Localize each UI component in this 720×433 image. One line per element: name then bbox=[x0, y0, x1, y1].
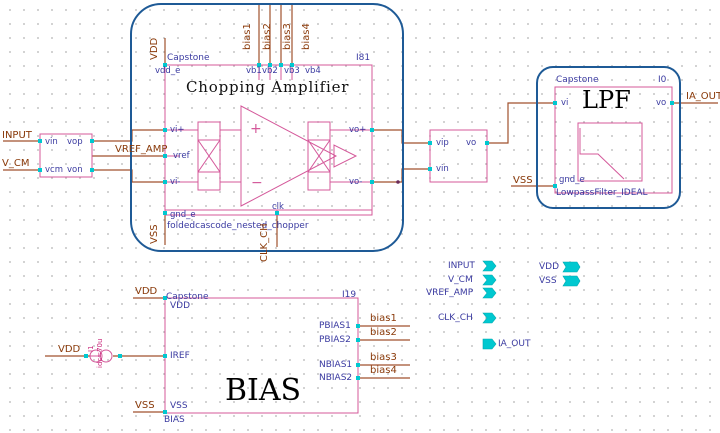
pin-label-vo-plus: vo+ bbox=[349, 125, 367, 135]
lpf-pin-vi: vi bbox=[561, 98, 569, 108]
buf-out-pin-vip: vip bbox=[436, 138, 449, 148]
pin-label-vb4: vb4 bbox=[305, 66, 321, 76]
wire-label-input: INPUT bbox=[2, 130, 32, 141]
io-label-input: INPUT bbox=[448, 261, 475, 271]
lpf-pin-gnd-e: gnd_e bbox=[559, 175, 585, 185]
io-pin-symbols bbox=[482, 260, 581, 350]
chopper-instance-label: I81 bbox=[356, 53, 371, 63]
chopper-cell-label: foldedcascode_nested_chopper bbox=[167, 221, 309, 231]
buf-out-pin-vo: vo bbox=[466, 138, 477, 148]
bias-pin-pbias1: PBIAS1 bbox=[319, 321, 351, 331]
bias-cell-label: BIAS bbox=[164, 415, 185, 425]
input-chopper-switch bbox=[197, 121, 221, 191]
wire-buffer-lpf bbox=[487, 102, 555, 144]
wire-label-vref-amp: VREF_AMP bbox=[115, 144, 168, 155]
bias-lib-label: Capstone bbox=[166, 292, 209, 302]
chopper-highlight-frame bbox=[130, 3, 404, 252]
wire-vop-buffer bbox=[372, 129, 430, 144]
bias-pin-pbias2: PBIAS2 bbox=[319, 335, 351, 345]
pin-label-clk: clk bbox=[272, 202, 284, 212]
input-pin-v-cm[interactable] bbox=[482, 274, 497, 286]
io-label-vss: VSS bbox=[539, 276, 557, 286]
inout-pin-vdd[interactable] bbox=[562, 261, 581, 273]
buf-out-pin-vin: vin bbox=[436, 164, 449, 174]
wire-label-bias4-out: bias4 bbox=[370, 365, 397, 376]
wire-vop-vip bbox=[92, 129, 165, 142]
io-label-vref-amp: VREF_AMP bbox=[426, 288, 474, 298]
wire-label-bias1-out: bias1 bbox=[370, 313, 397, 324]
bias-pin-iref: IREF bbox=[170, 351, 190, 361]
bias-pin-vdd: VDD bbox=[170, 301, 191, 311]
output-buffer-body[interactable] bbox=[429, 129, 488, 183]
io-label-v-cm: V_CM bbox=[448, 275, 473, 285]
wire-label-bias4: bias4 bbox=[301, 23, 312, 50]
wire-label-vdd-iref: VDD bbox=[58, 344, 81, 355]
amplifier-triangle bbox=[240, 105, 338, 207]
lpf-response-curve bbox=[577, 122, 643, 182]
input-pin-vref-amp[interactable] bbox=[482, 287, 497, 299]
wire-label-bias2-out: bias2 bbox=[370, 327, 397, 338]
wire-von-vin bbox=[92, 169, 165, 183]
lpf-lib-label: Capstone bbox=[556, 75, 599, 85]
lpf-pin-vo: vo bbox=[656, 98, 667, 108]
chopper-lib-label: Capstone bbox=[167, 53, 210, 63]
buf-in-pin-vop: vop bbox=[67, 137, 83, 147]
pin-label-vdd-e: vdd_e bbox=[155, 66, 181, 76]
chopper-title: Chopping Amplifier bbox=[186, 78, 350, 96]
wire-label-vdd-chopper: VDD bbox=[149, 37, 160, 60]
wire-label-v-cm: V_CM bbox=[2, 158, 30, 169]
source-value-label: idc=70u bbox=[96, 338, 104, 368]
current-source-iref bbox=[89, 349, 113, 363]
pin-label-vb3: vb3 bbox=[284, 66, 300, 76]
wire-label-bias3: bias3 bbox=[282, 23, 293, 50]
pin-stubs bbox=[38, 63, 674, 414]
io-label-ia-out: IA_OUT bbox=[498, 339, 531, 349]
lpf-symbol-body[interactable] bbox=[554, 86, 673, 194]
bias-instance-label: I19 bbox=[342, 290, 357, 300]
input-pin-input[interactable] bbox=[482, 260, 497, 272]
pin-label-vref: vref bbox=[173, 151, 190, 161]
wire-label-vdd-bias: VDD bbox=[135, 286, 158, 297]
wire-label-bias2: bias2 bbox=[262, 23, 273, 50]
output-chopper-switch bbox=[307, 121, 331, 191]
bias-title: BIAS bbox=[225, 373, 302, 408]
pin-label-vb1: vb1 bbox=[246, 66, 262, 76]
buf-in-pin-vin: vin bbox=[45, 137, 58, 147]
pin-label-vi-plus: vi+ bbox=[170, 125, 185, 135]
pin-label-vo-minus: vo- bbox=[349, 177, 363, 187]
wire-junction-dot bbox=[396, 180, 400, 184]
wire-label-bias3-out: bias3 bbox=[370, 352, 397, 363]
lpf-cell-label: LowpassFilter_IDEAL bbox=[556, 188, 648, 198]
buf-in-pin-vcm: vcm bbox=[45, 165, 63, 175]
wire-label-vss-lpf: VSS bbox=[513, 175, 533, 186]
io-label-clk-ch: CLK_CH bbox=[438, 313, 473, 323]
amp-minus-sign: − bbox=[251, 175, 263, 191]
pin-label-gnd-e: gnd_e bbox=[170, 210, 196, 220]
pin-label-vi-minus: vi- bbox=[170, 177, 181, 187]
io-label-vdd: VDD bbox=[539, 262, 560, 272]
bias-pin-nbias1: NBIAS1 bbox=[319, 360, 353, 370]
bias-pin-vss: VSS bbox=[170, 401, 188, 411]
source-instance-label: I1 bbox=[87, 345, 95, 352]
lpf-instance-label: I0 bbox=[658, 75, 667, 85]
output-pin-ia-out[interactable] bbox=[482, 338, 497, 350]
amp-plus-sign: + bbox=[250, 121, 262, 137]
buf-in-pin-von: von bbox=[67, 165, 83, 175]
input-pin-clk-ch[interactable] bbox=[482, 312, 497, 324]
wire-label-clk-ch: CLK_CH bbox=[259, 223, 270, 262]
wire-label-vss-bias: VSS bbox=[135, 400, 155, 411]
lpf-title: LPF bbox=[582, 86, 631, 114]
wire-label-bias1: bias1 bbox=[242, 23, 253, 50]
input-buffer-body[interactable] bbox=[39, 133, 93, 178]
wire-label-vss-chopper: VSS bbox=[149, 224, 160, 244]
wire-von-buffer bbox=[372, 168, 430, 183]
lpf-highlight-frame bbox=[536, 66, 681, 209]
bias-pin-nbias2: NBIAS2 bbox=[319, 373, 353, 383]
wire-label-ia-out: IA_OUT bbox=[686, 91, 720, 102]
pin-label-vb2: vb2 bbox=[262, 66, 278, 76]
chopper-inner-symbol bbox=[165, 65, 372, 215]
output-buffer-triangle bbox=[333, 144, 358, 168]
inout-pin-vss[interactable] bbox=[562, 275, 581, 287]
